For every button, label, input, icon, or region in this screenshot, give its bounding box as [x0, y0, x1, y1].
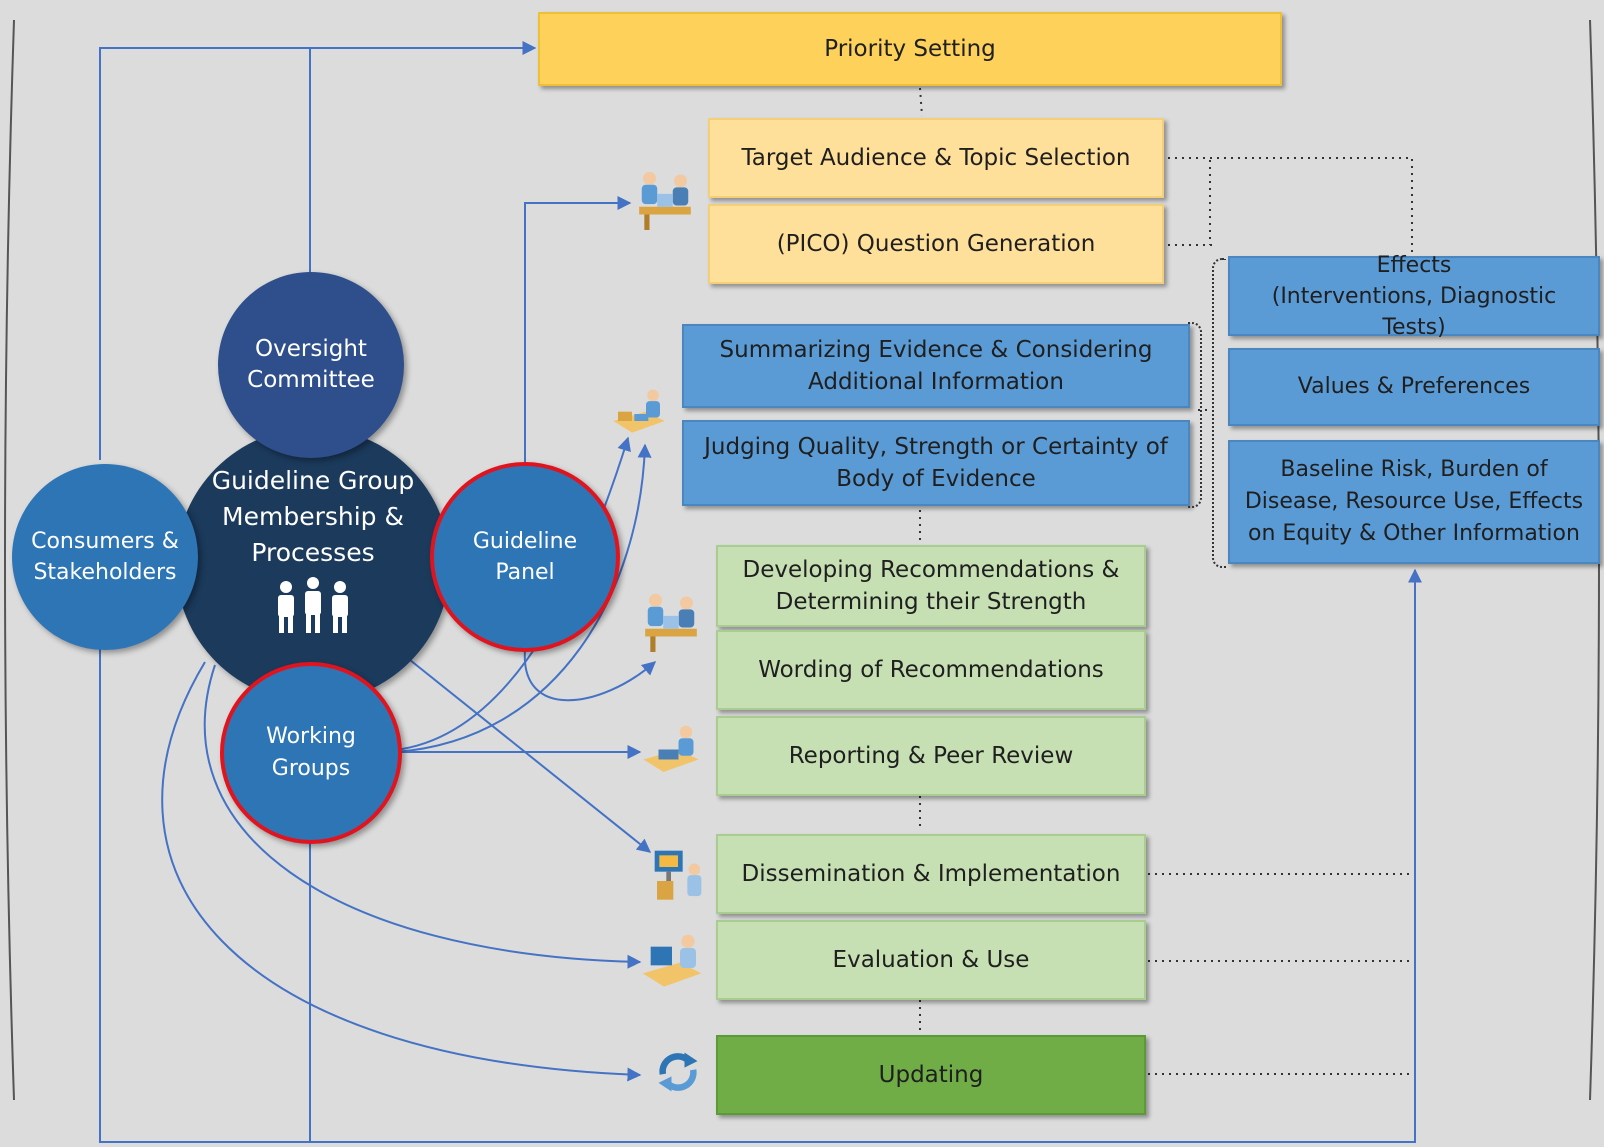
consumers-stakeholders-label: Consumers & Stakeholders — [31, 529, 179, 585]
priority-setting-box: Priority Setting — [538, 12, 1282, 86]
guideline-panel-circle: Guideline Panel — [430, 462, 620, 652]
line-to-priority — [99, 41, 537, 460]
wording-recommendations-box: Wording of Recommendations — [716, 630, 1146, 710]
effects-box: Effects (Interventions, Diagnostic Tests… — [1228, 253, 1600, 340]
values-preferences-label: Values & Preferences — [1297, 374, 1531, 399]
guideline-group-circle: Guideline Group Membership & Processes — [176, 428, 450, 702]
people-group-icon — [278, 577, 348, 633]
dissemination-label: Dissemination & Implementation — [741, 861, 1121, 887]
target-audience-label: Target Audience & Topic Selection — [741, 145, 1131, 171]
meeting-icon — [639, 171, 691, 230]
baseline-risk-box: Baseline Risk, Burden of Disease, Resour… — [1228, 440, 1600, 564]
line-panel-to-developing — [523, 649, 657, 702]
developing-recommendations-box: Developing Recommendations & Determining… — [716, 545, 1146, 627]
guideline-group-label: Guideline Group Membership & Processes — [211, 466, 415, 567]
baseline-risk-label: Baseline Risk, Burden of Disease, Resour… — [1244, 457, 1584, 546]
reporting-peer-review-box: Reporting & Peer Review — [716, 716, 1146, 796]
effects-label: Effects (Interventions, Diagnostic Tests… — [1271, 252, 1557, 340]
evaluation-label: Evaluation & Use — [832, 947, 1030, 973]
priority-setting-label: Priority Setting — [824, 36, 996, 62]
desk-worker-icon — [613, 389, 665, 433]
computer-user-icon — [642, 934, 702, 987]
evidence-bracket — [1188, 322, 1202, 508]
wording-recommendations-label: Wording of Recommendations — [758, 657, 1104, 683]
developing-recommendations-label: Developing Recommendations & Determining… — [742, 557, 1120, 615]
working-groups-label: Working Groups — [266, 724, 356, 781]
line-panel-to-topic — [524, 196, 632, 465]
oversight-committee-circle: Oversight Committee — [218, 272, 404, 458]
dots-priority-to-topic — [919, 87, 923, 117]
judging-quality-label: Judging Quality, Strength or Certainty o… — [704, 434, 1168, 492]
dots-topic-to-effects — [1168, 157, 1413, 253]
summarizing-evidence-label: Summarizing Evidence & Considering Addit… — [719, 337, 1153, 395]
pico-question-box: (PICO) Question Generation — [708, 204, 1164, 284]
guideline-panel-label: Guideline Panel — [472, 529, 578, 585]
updating-box: Updating — [716, 1035, 1146, 1115]
values-preferences-box: Values & Preferences — [1228, 348, 1600, 426]
consumers-stakeholders-circle: Consumers & Stakeholders — [12, 464, 198, 650]
evaluation-box: Evaluation & Use — [716, 920, 1146, 1000]
line-center-to-updating — [161, 661, 642, 1082]
target-audience-box: Target Audience & Topic Selection — [708, 118, 1164, 198]
desk-worker-icon — [643, 725, 699, 772]
evidence-types-bracket — [1212, 258, 1226, 568]
line-working-to-evidence2 — [394, 443, 652, 753]
line-center-to-dissemination — [409, 659, 652, 853]
updating-label: Updating — [878, 1062, 984, 1088]
line-bottom-loop — [99, 568, 1422, 1143]
reporting-peer-review-label: Reporting & Peer Review — [788, 743, 1074, 769]
meeting-icon — [645, 593, 697, 652]
working-groups-circle: Working Groups — [220, 662, 402, 844]
pico-question-label: (PICO) Question Generation — [776, 231, 1096, 257]
oversight-committee-label: Oversight Committee — [247, 336, 375, 393]
line-center-to-evaluation — [203, 664, 642, 969]
summarizing-evidence-box: Summarizing Evidence & Considering Addit… — [682, 324, 1190, 408]
refresh-cycle-icon — [658, 1052, 698, 1092]
presentation-icon — [654, 850, 702, 900]
judging-quality-box: Judging Quality, Strength or Certainty o… — [682, 420, 1190, 506]
dissemination-box: Dissemination & Implementation — [716, 834, 1146, 914]
